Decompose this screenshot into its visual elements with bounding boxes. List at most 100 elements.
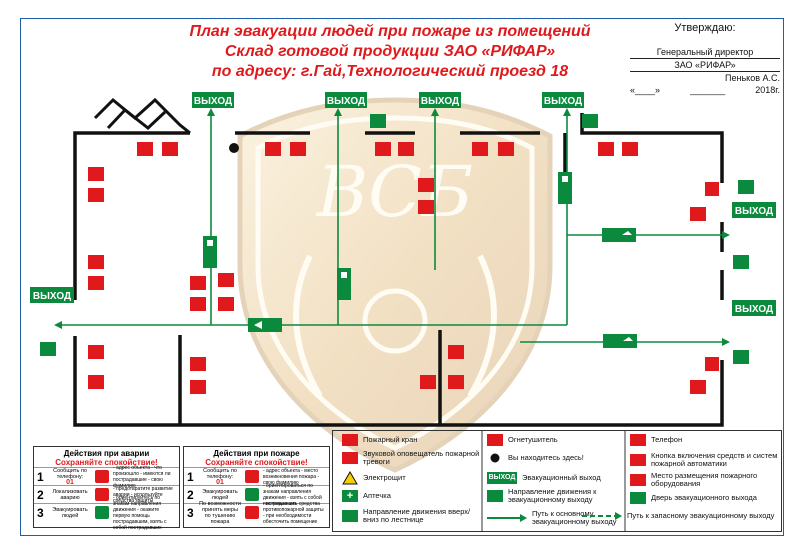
step-number: 1 — [187, 469, 194, 484]
building-walls — [73, 113, 724, 427]
fire-equipment-signs — [88, 142, 719, 394]
arrowhead-right-2 — [722, 338, 730, 346]
electric-panel-icon — [342, 471, 358, 485]
step-text: - ориентируйтесь по знакам направления д… — [113, 494, 167, 531]
step-text: - предотвратите развитие аварии - исполь… — [113, 485, 173, 504]
spare-path-arrow-icon — [582, 510, 622, 522]
you-are-here-icon — [487, 452, 503, 464]
fire-hydrant-icon — [375, 142, 391, 156]
fire-extinguisher-icon — [398, 142, 414, 156]
fire-hydrant-icon — [265, 142, 281, 156]
fire-extinguisher-icon — [418, 200, 434, 214]
legend-phone: Телефон — [630, 434, 780, 446]
legend-extinguisher-label: Огнетушитель — [508, 435, 558, 444]
fire-extinguisher-icon — [162, 142, 178, 156]
fire-extinguisher-icon — [88, 188, 104, 202]
step-text: - адрес объекта - что произошло - имеютс… — [113, 464, 171, 489]
step-label-text: Сообщить по телефону: — [203, 467, 237, 480]
title-line-3: по адресу: г.Гай,Технологический проезд … — [211, 63, 569, 80]
arrow-glyph — [623, 337, 633, 341]
legend-fire-button: Кнопка включения средств и систем пожарн… — [630, 452, 780, 468]
exit-label: ВЫХОД — [735, 304, 773, 315]
exit-sign-left: ВЫХОД — [30, 287, 74, 303]
fire-hydrant-icon — [418, 178, 434, 192]
approval-date: «____» _______ 2018г. — [630, 84, 780, 96]
legend-fire-equipment-label: Место размещения пожарного оборудования — [651, 471, 758, 488]
step-label: По возможности принять меры по тушению п… — [199, 500, 241, 525]
legend-sound-alarm: Звуковой оповещатель пожарной тревоги — [342, 450, 482, 466]
legend-exit-door-label: Дверь эвакуационного выхода — [651, 493, 757, 502]
approval-block: Утверждаю: Генеральный директор ЗАО «РИФ… — [630, 22, 780, 96]
step-label-text: Сообщить по телефону: — [53, 467, 87, 480]
fire-extinguisher-icon — [705, 357, 719, 371]
exit-label: ВЫХОД — [421, 96, 459, 107]
exit-sign-glyphs — [207, 176, 633, 341]
fire-extinguisher-icon — [498, 142, 514, 156]
legend-you-are-here: Вы находитесь здесь! — [487, 452, 627, 464]
step-label: Локализовать аварию — [52, 488, 88, 501]
step-label: Сообщить по телефону:01 — [199, 468, 241, 486]
fire-extinguisher-icon — [190, 297, 206, 311]
running-man-icon — [738, 180, 754, 194]
accident-step-1: 1 Сообщить по телефону:01 - адрес объект… — [34, 465, 179, 489]
fire-hydrant-icon — [190, 276, 206, 290]
fire-extinguisher-icon — [448, 375, 464, 389]
legend-fire-hydrant: Пожарный кран — [342, 434, 482, 446]
legend-stairs-label: Направление движения вверх/вниз по лестн… — [363, 507, 471, 524]
plan-title: План эвакуации людей при пожаре из помещ… — [160, 22, 620, 82]
title-line-2: Склад готовой продукции ЗАО «РИФАР» — [224, 43, 556, 60]
legend-spare-path: Путь к запасному эвакуационному выходу — [582, 510, 780, 522]
legend: Пожарный кран Звуковой оповещатель пожар… — [332, 430, 782, 532]
legend-electric-panel-label: Электрощит — [363, 473, 406, 482]
fire-hydrant-icon — [472, 142, 488, 156]
phone-icon — [95, 470, 109, 483]
exit-door-sign-icon — [203, 236, 217, 268]
page-frame — [20, 18, 784, 536]
stairs-icon — [342, 510, 358, 522]
legend-exit-door: Дверь эвакуационного выхода — [630, 492, 780, 504]
phone-number: 01 — [216, 478, 224, 486]
legend-exit-label: Эвакуационный выход — [522, 473, 601, 482]
staircase-inner — [106, 107, 167, 130]
legend-phone-label: Телефон — [651, 435, 683, 444]
fire-extinguisher-icon — [487, 434, 503, 446]
fire-extinguisher-icon — [95, 488, 109, 501]
fire-hydrant-icon — [88, 345, 104, 359]
legend-stairs: Направление движения вверх/вниз по лестн… — [342, 508, 482, 524]
wall-bottom — [73, 336, 724, 427]
accident-actions-box: Действия при аварии Сохраняйте спокойств… — [33, 446, 180, 531]
legend-electric-panel: Электрощит — [342, 471, 482, 485]
legend-extinguisher: Огнетушитель — [487, 434, 627, 446]
arrowhead-up-3 — [431, 108, 439, 116]
step-number: 2 — [187, 487, 194, 502]
fire-extinguisher-icon — [705, 182, 719, 196]
main-path-arrow-icon — [487, 512, 527, 524]
fire-hydrant-icon — [218, 273, 234, 287]
legend-fire-button-label: Кнопка включения средств и систем пожарн… — [651, 451, 778, 468]
step-label: Эвакуировать людей — [202, 488, 238, 501]
arrowhead-left — [54, 321, 62, 329]
fire-equipment-icon — [630, 474, 646, 486]
fire-step-1: 1 Сообщить по телефону:01 - адрес объект… — [184, 467, 329, 486]
door-glyph — [562, 176, 568, 182]
legend-first-aid: + Аптечка — [342, 490, 482, 502]
running-man-icon — [733, 255, 749, 269]
fire-hydrant-icon — [690, 380, 706, 394]
running-man-icon — [245, 488, 259, 501]
staircase — [93, 97, 191, 135]
approval-position: Генеральный директор — [630, 46, 780, 59]
accident-step-2: 2 Локализовать аварию - предотвратите ра… — [34, 485, 179, 504]
approval-name: Пеньков А.С. — [725, 73, 780, 83]
arrowhead-up-4 — [563, 108, 571, 116]
phone-icon — [630, 434, 646, 446]
wall-left-upper — [73, 131, 190, 300]
fire-hydrant-icon — [342, 434, 358, 446]
fire-step-3: 3 По возможности принять меры по тушению… — [184, 501, 329, 525]
fire-hydrant-icon — [598, 142, 614, 156]
step-label: Эвакуировать людей — [52, 506, 88, 519]
legend-fire-equipment: Место размещения пожарного оборудования — [630, 472, 780, 488]
fire-step-2: 2 Эвакуировать людей - ориентироваться п… — [184, 483, 329, 507]
fire-extinguisher-icon — [245, 506, 259, 519]
exit-arrow-sign-icon — [248, 318, 282, 332]
